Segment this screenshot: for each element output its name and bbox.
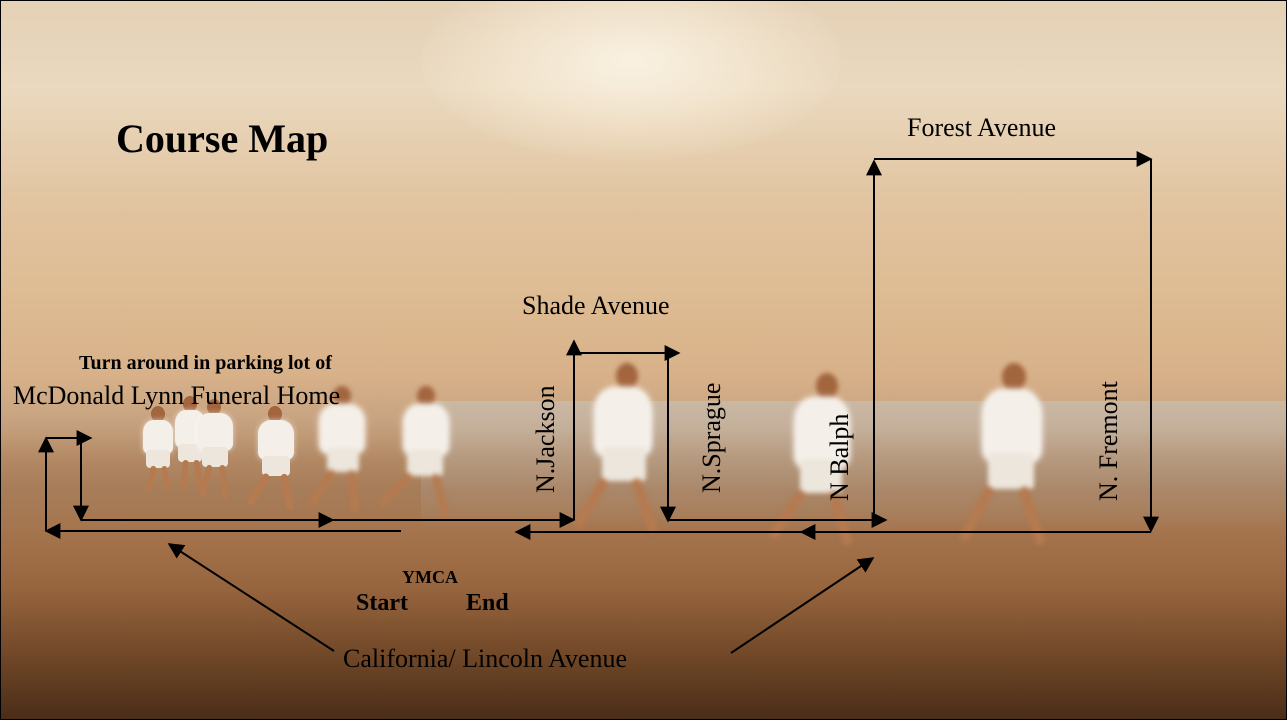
turnaround-location: McDonald Lynn Funeral Home [13, 381, 341, 410]
street-label-balph: N Balph [825, 413, 854, 501]
callout-arrow [730, 557, 875, 654]
street-label-california: California/ Lincoln Avenue [343, 644, 627, 673]
street-label-forest: Forest Avenue [907, 113, 1056, 142]
street-label-sprague: N.Sprague [697, 382, 726, 493]
start-label: Start [356, 590, 408, 616]
ymca-label: YMCA [402, 567, 458, 587]
callout-arrow [167, 543, 335, 652]
street-label-jackson: N.Jackson [531, 385, 560, 493]
end-label: End [466, 590, 509, 616]
page-title: Course Map [116, 116, 329, 161]
sun-glow [421, 1, 841, 161]
street-label-fremont: N. Fremont [1094, 381, 1123, 501]
turnaround-instruction: Turn around in parking lot of [79, 352, 332, 374]
street-label-shade: Shade Avenue [522, 291, 670, 320]
ocean [421, 401, 1286, 531]
